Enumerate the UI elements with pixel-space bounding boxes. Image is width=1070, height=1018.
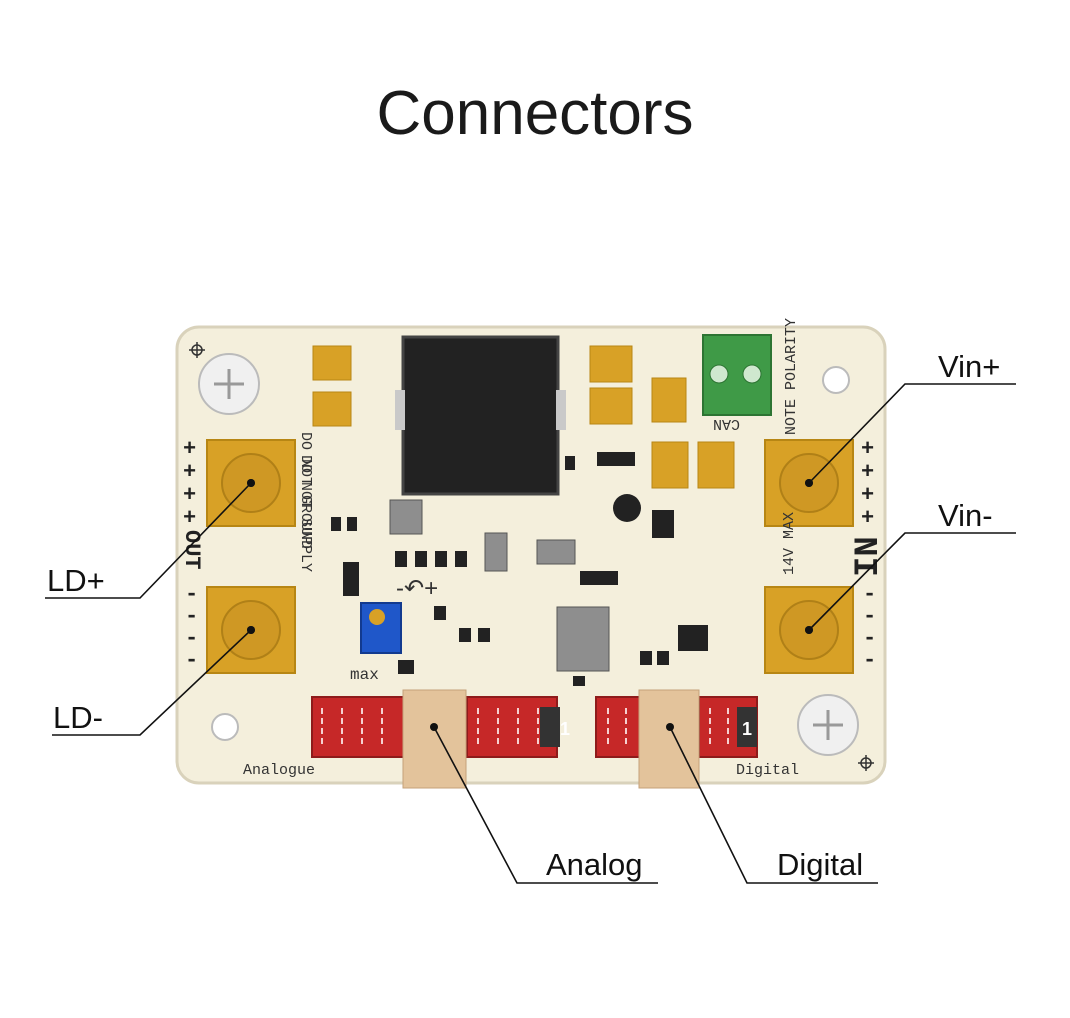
header-digital-right (698, 696, 758, 758)
fiducial-icons (189, 342, 874, 771)
page-title: Connectors (376, 79, 694, 148)
callout-digital: Digital (777, 847, 864, 882)
small-ics (389, 499, 610, 672)
svg-text:+: + (183, 437, 196, 462)
header-digital-left (595, 696, 641, 758)
digital-board-label: Digital (736, 762, 799, 779)
analog-connector-tab (402, 689, 467, 789)
svg-text:-: - (863, 604, 876, 629)
header-analogue-left (311, 696, 405, 758)
pcb-board (175, 325, 887, 785)
svg-text:-: - (863, 582, 876, 607)
adjust-arrow-icon: -↶+ (396, 575, 438, 602)
svg-text:+: + (183, 506, 196, 531)
callout-dots (247, 479, 813, 731)
pin1-digital-label: 1 (742, 719, 752, 739)
digital-connector-tab (638, 689, 700, 789)
header-analogue-right (466, 696, 560, 758)
max-voltage-label: 14V MAX (781, 512, 798, 575)
svg-text:+: + (183, 483, 196, 508)
max-label: max (350, 666, 379, 684)
small-black-components (331, 452, 708, 686)
svg-text:+: + (861, 437, 874, 462)
polarity-markings: ++++ ++++ ---- ---- (183, 437, 876, 673)
svg-text:-: - (185, 604, 198, 629)
svg-text:-: - (185, 648, 198, 673)
svg-text:+: + (183, 460, 196, 485)
svg-text:-: - (863, 648, 876, 673)
svg-text:-: - (185, 582, 198, 607)
small-hole-bottom-left (211, 713, 239, 741)
do-not-ground-label: DO NOT GROUND (297, 432, 314, 549)
callout-analog: Analog (546, 847, 643, 882)
small-hole-top-right (822, 366, 850, 394)
trimmer-potentiometer (360, 602, 402, 654)
callout-ld-plus: LD+ (47, 563, 105, 598)
pin1-analog-label: 1 (560, 719, 570, 739)
smd-capacitors (312, 345, 735, 489)
do-not-supply-label: DO NOT SUPPLY (297, 455, 314, 572)
callout-ld-minus: LD- (53, 700, 103, 735)
can-terminal-block (702, 334, 772, 416)
svg-text:+: + (861, 460, 874, 485)
svg-text:-: - (863, 626, 876, 651)
inductor-component (401, 335, 560, 496)
mounting-hole-bottom-right (797, 694, 859, 756)
svg-text:+: + (861, 483, 874, 508)
svg-text:-: - (185, 626, 198, 651)
analogue-board-label: Analogue (243, 762, 315, 779)
svg-text:+: + (861, 506, 874, 531)
callout-lines (45, 383, 1016, 884)
can-label: CAN (713, 415, 740, 432)
note-polarity-label: NOTE POLARITY (783, 318, 800, 435)
callout-vin-minus: Vin- (938, 498, 993, 533)
callout-vin-plus: Vin+ (938, 349, 1001, 384)
mounting-hole-top-left (198, 353, 260, 415)
